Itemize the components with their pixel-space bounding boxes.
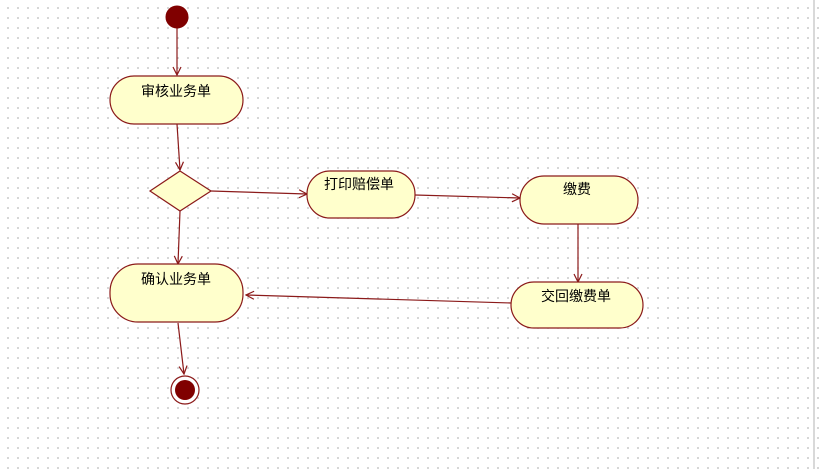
- edges: [177, 28, 578, 374]
- edge-confirm-to-end: [177, 322, 184, 374]
- start-node[interactable]: [165, 5, 189, 29]
- activity-review-label: 审核业务单: [141, 84, 211, 100]
- edge-print-to-pay: [414, 195, 520, 198]
- edge-return-to-confirm: [246, 295, 512, 304]
- activity-return[interactable]: 交回缴费单: [510, 281, 644, 329]
- activity-pay[interactable]: 缴费: [519, 175, 639, 225]
- edge-review-to-decision: [177, 123, 180, 170]
- edge-decision-to-confirm: [178, 210, 180, 264]
- edge-decision-to-print: [210, 191, 307, 194]
- activity-return-label: 交回缴费单: [541, 288, 611, 305]
- decision-node[interactable]: [148, 170, 213, 212]
- activity-review[interactable]: 审核业务单: [109, 75, 244, 125]
- end-node[interactable]: [170, 375, 200, 405]
- activity-print[interactable]: 打印赔偿单: [306, 170, 416, 219]
- activity-print-label: 打印赔偿单: [324, 176, 394, 193]
- canvas-right-edge: [813, 0, 815, 469]
- activity-confirm[interactable]: 确认业务单: [109, 263, 244, 323]
- activity-confirm-label: 确认业务单: [141, 272, 211, 288]
- activity-pay-label: 缴费: [563, 182, 591, 198]
